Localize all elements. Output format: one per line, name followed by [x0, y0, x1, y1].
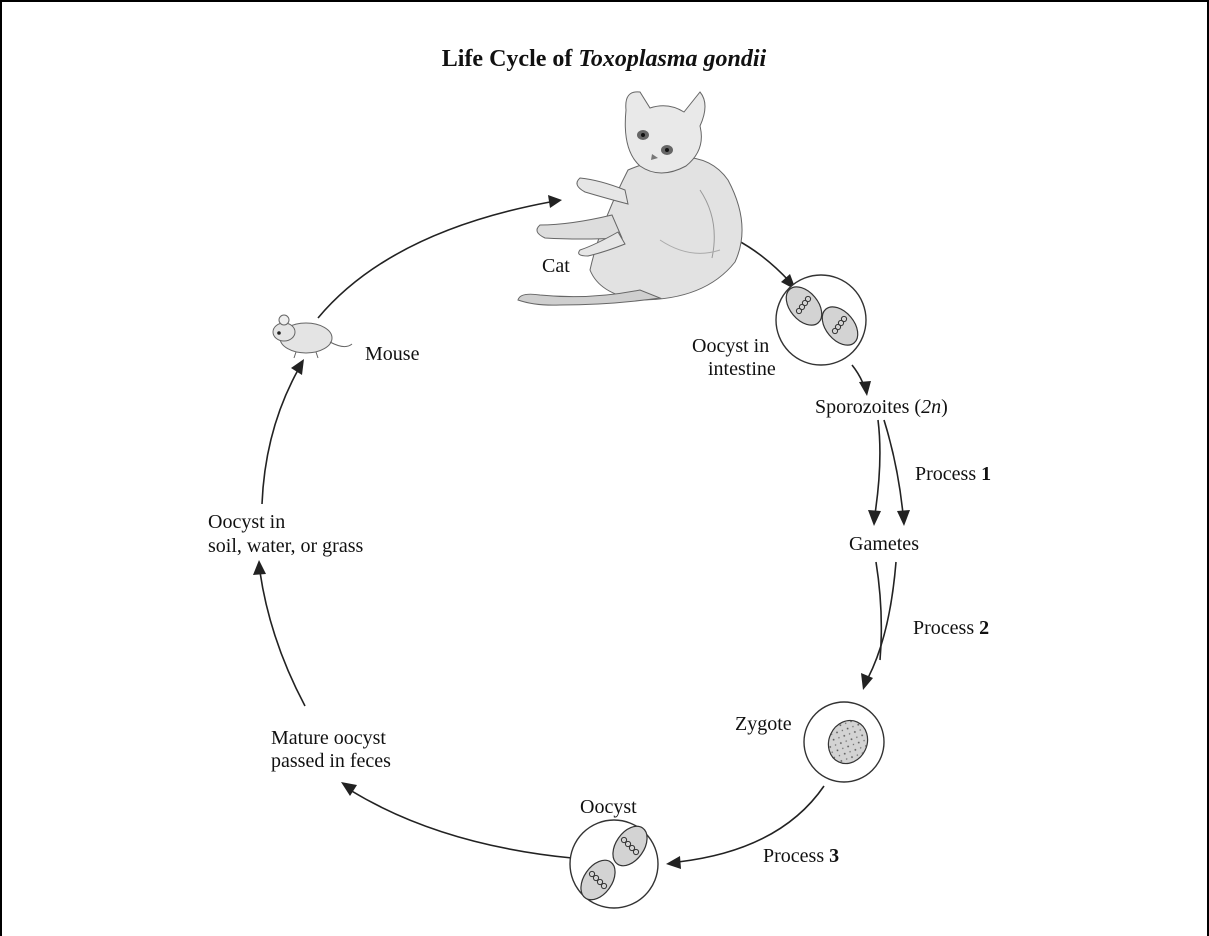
arrowhead — [897, 510, 910, 526]
arrow-cat-to-oocyst — [737, 240, 790, 282]
label-process-2: Process 2 — [913, 617, 989, 639]
label-oocyst-soil-1: Oocyst in — [208, 511, 285, 533]
arrowhead — [666, 856, 681, 869]
arrow-sporozoites-to-gametes-b — [884, 420, 903, 514]
arrow-oocyst-to-feces — [350, 790, 572, 858]
arrowhead — [291, 359, 304, 375]
arrowhead — [548, 195, 562, 208]
label-zygote: Zygote — [735, 713, 792, 735]
label-oocyst-intestine-1: Oocyst in — [692, 335, 769, 357]
label-mature-oocyst-2: passed in feces — [271, 750, 391, 772]
mouse-illustration — [273, 315, 352, 358]
label-process-1: Process 1 — [915, 463, 991, 485]
label-oocyst-intestine-2: intestine — [708, 358, 776, 380]
zygote-cell — [804, 702, 884, 782]
arrow-sporozoites-to-gametes-a — [875, 420, 880, 514]
arrowhead — [253, 560, 266, 575]
arrowhead — [868, 510, 881, 526]
arrowhead — [341, 782, 357, 796]
arrow-soil-to-mouse — [262, 370, 298, 504]
arrow-mouse-to-cat — [318, 202, 550, 318]
label-sporozoites: Sporozoites (2n) — [815, 396, 948, 418]
label-gametes: Gametes — [849, 533, 919, 555]
oocyst-intestine-cell — [776, 275, 866, 365]
arrowhead — [861, 673, 873, 690]
oocyst-cell — [570, 820, 658, 908]
label-cat: Cat — [542, 255, 570, 277]
arrow-feces-to-soil — [260, 572, 305, 706]
label-oocyst: Oocyst — [580, 796, 637, 818]
diagram-title: Life Cycle of Toxoplasma gondii — [442, 46, 767, 72]
label-mouse: Mouse — [365, 343, 420, 365]
label-process-3: Process 3 — [763, 845, 839, 867]
label-mature-oocyst-1: Mature oocyst — [271, 727, 386, 749]
label-oocyst-soil-2: soil, water, or grass — [208, 535, 363, 557]
arrowhead — [859, 381, 871, 396]
